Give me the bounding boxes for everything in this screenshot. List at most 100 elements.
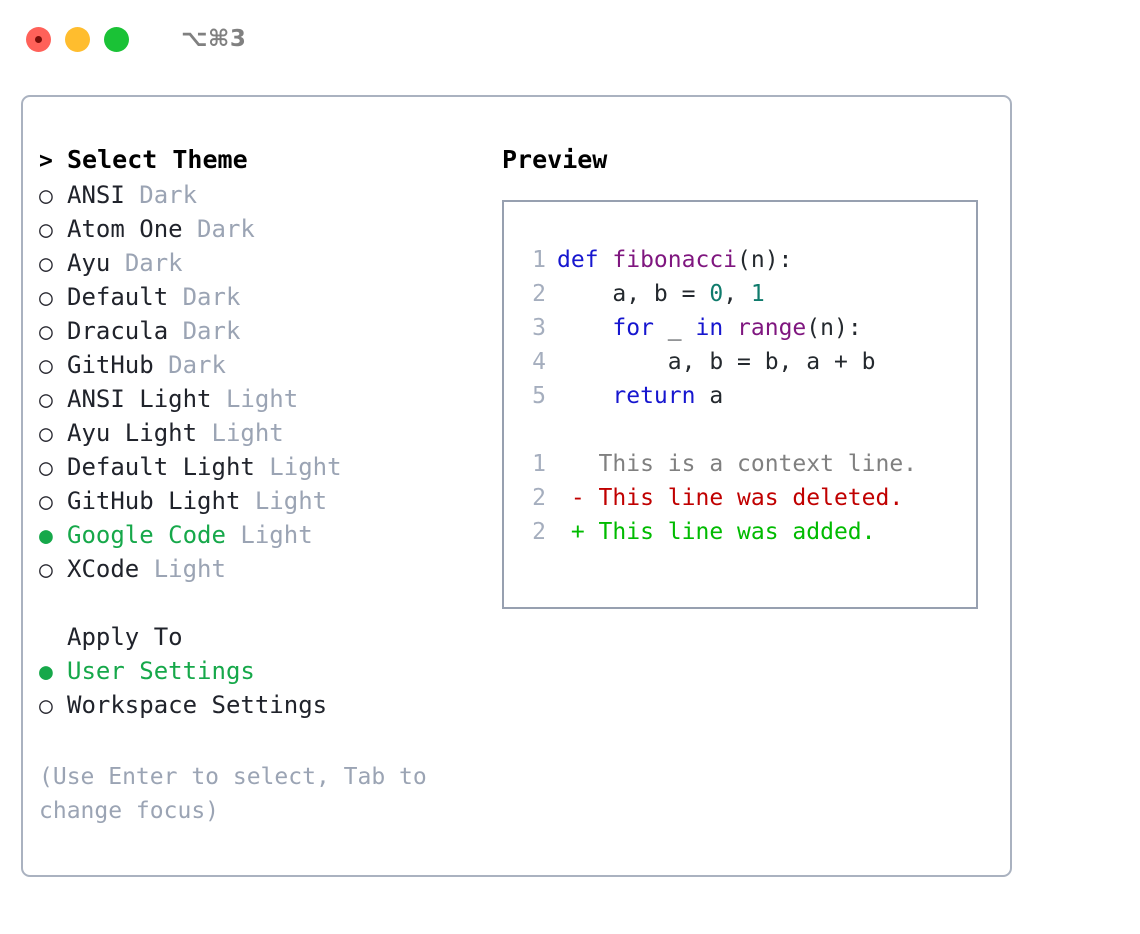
- code-line: 3 for _ in range(n):: [518, 315, 972, 349]
- code-token-plain: [557, 315, 612, 341]
- radio-selected-icon[interactable]: ●: [39, 659, 53, 685]
- theme-variant-label: Light: [240, 521, 313, 549]
- theme-list-item[interactable]: ○ ANSI Dark: [39, 181, 494, 215]
- code-token-kw: def: [557, 247, 613, 273]
- code-token-fn: fibonacci: [612, 247, 738, 273]
- theme-variant-label: Dark: [197, 215, 255, 243]
- theme-label-spacer: [168, 283, 182, 311]
- theme-label-spacer: [125, 181, 139, 209]
- traffic-light-controls: [26, 26, 129, 52]
- diff-line: 2 - This line was deleted.: [518, 485, 972, 519]
- code-token-plain: ,: [723, 281, 751, 307]
- radio-unselected-icon[interactable]: ○: [39, 183, 53, 209]
- theme-list-item[interactable]: ○ Default Light Light: [39, 453, 494, 487]
- radio-unselected-icon[interactable]: ○: [39, 455, 53, 481]
- radio-unselected-icon[interactable]: ○: [39, 251, 53, 277]
- diff-line: 1 This is a context line.: [518, 451, 972, 485]
- diff-line-number: 2: [532, 519, 546, 545]
- code-line-text: a, b = 0, 1: [557, 281, 764, 307]
- theme-name-label: ANSI Light: [67, 385, 212, 413]
- theme-variant-label: Dark: [168, 351, 226, 379]
- diff-sign: +: [557, 519, 599, 545]
- code-line-number: 1: [532, 247, 546, 273]
- radio-unselected-icon[interactable]: ○: [39, 353, 53, 379]
- theme-name-label: GitHub: [67, 351, 154, 379]
- code-token-plain: a: [695, 383, 724, 409]
- radio-unselected-icon[interactable]: ○: [39, 285, 53, 311]
- heading-caret-icon: >: [39, 148, 53, 174]
- code-line: 4 a, b = b, a + b: [518, 349, 972, 383]
- select-theme-heading-label: Select Theme: [67, 145, 248, 174]
- theme-list: ○ANSI Dark○Atom One Dark○Ayu Dark○Defaul…: [39, 181, 494, 589]
- theme-variant-label: Light: [269, 453, 342, 481]
- theme-name-label: ANSI: [67, 181, 125, 209]
- theme-list-item[interactable]: ○Ayu Light Light: [39, 419, 494, 453]
- theme-list-item[interactable]: ●Google Code Light: [39, 521, 494, 555]
- diff-line-number: 1: [532, 451, 546, 477]
- theme-list-item[interactable]: ○ Ayu Dark: [39, 249, 494, 283]
- diff-line: 2 + This line was added.: [518, 519, 972, 553]
- theme-label-spacer: [183, 215, 197, 243]
- theme-list-item[interactable]: ○ GitHub Light Light: [39, 487, 494, 521]
- close-window-button[interactable]: [26, 26, 51, 52]
- minimize-window-button[interactable]: [65, 26, 90, 52]
- radio-selected-icon[interactable]: ●: [39, 523, 53, 549]
- apply-to-heading: ○ Apply To: [39, 623, 494, 657]
- apply-to-item-label: Workspace Settings: [67, 691, 328, 719]
- code-line: 5 return a: [518, 383, 972, 417]
- theme-list-item[interactable]: ○ GitHub Dark: [39, 351, 494, 385]
- theme-list-item[interactable]: ○ Dracula Dark: [39, 317, 494, 351]
- theme-list-item[interactable]: ○ ANSI Light Light: [39, 385, 494, 419]
- theme-selector-column: > Select Theme ○ANSI Dark○Atom One Dark○…: [39, 145, 494, 725]
- code-token-kw: for: [612, 315, 654, 341]
- code-line-number: 5: [532, 383, 546, 409]
- theme-variant-label: Light: [153, 555, 226, 583]
- radio-unselected-icon[interactable]: ○: [39, 489, 53, 515]
- code-line-text: for _ in range(n):: [557, 315, 861, 341]
- radio-unselected-icon[interactable]: ○: [39, 557, 53, 583]
- keyboard-hint-text: (Use Enter to select, Tab to change focu…: [39, 764, 427, 824]
- code-token-num: 0: [709, 281, 724, 307]
- theme-name-label: Default Light: [67, 453, 255, 481]
- theme-name-label: Dracula: [67, 317, 169, 345]
- select-theme-heading: > Select Theme: [39, 145, 494, 181]
- code-line-number: 2: [532, 281, 546, 307]
- radio-unselected-icon[interactable]: ○: [39, 693, 53, 719]
- code-line-number: 4: [532, 349, 546, 375]
- maximize-window-button[interactable]: [104, 26, 129, 52]
- theme-name-label: GitHub Light: [67, 487, 241, 515]
- theme-name-label: Ayu: [67, 249, 111, 277]
- diff-line-text: This line was deleted.: [598, 485, 904, 511]
- radio-unselected-icon[interactable]: ○: [39, 217, 53, 243]
- theme-variant-label: Light: [225, 385, 299, 413]
- radio-unselected-icon[interactable]: ○: [39, 319, 53, 345]
- radio-unselected-icon[interactable]: ○: [39, 421, 53, 447]
- code-token-plain: _: [653, 315, 696, 341]
- theme-name-label: Default: [67, 283, 169, 311]
- radio-unselected-icon[interactable]: ○: [39, 387, 53, 413]
- apply-to-item[interactable]: ○ Workspace Settings: [39, 691, 494, 725]
- diff-sign: [557, 451, 599, 477]
- code-line-number: 3: [532, 315, 546, 341]
- apply-to-heading-spacer: ○: [39, 625, 67, 651]
- theme-variant-label: Dark: [139, 181, 198, 209]
- code-line: 2 a, b = 0, 1: [518, 281, 972, 315]
- diff-line-text: This line was added.: [598, 519, 876, 545]
- diff-line-number: 2: [532, 485, 546, 511]
- theme-variant-label: Dark: [124, 249, 183, 277]
- theme-variant-label: Dark: [182, 317, 241, 345]
- theme-list-item[interactable]: ○Atom One Dark: [39, 215, 494, 249]
- theme-list-item[interactable]: ○ Default Dark: [39, 283, 494, 317]
- code-token-plain: a, b = b, a + b: [557, 349, 876, 375]
- theme-label-spacer: [154, 351, 168, 379]
- theme-variant-label: Light: [254, 487, 328, 515]
- code-line-text: return a: [557, 383, 723, 409]
- window-title-bar: ⌥⌘3: [0, 0, 1140, 78]
- theme-list-item[interactable]: ○XCode Light: [39, 555, 494, 589]
- theme-variant-label: Dark: [182, 283, 241, 311]
- code-token-kw: in: [695, 315, 724, 341]
- apply-to-item[interactable]: ●User Settings: [39, 657, 494, 691]
- theme-label-spacer: [212, 385, 226, 413]
